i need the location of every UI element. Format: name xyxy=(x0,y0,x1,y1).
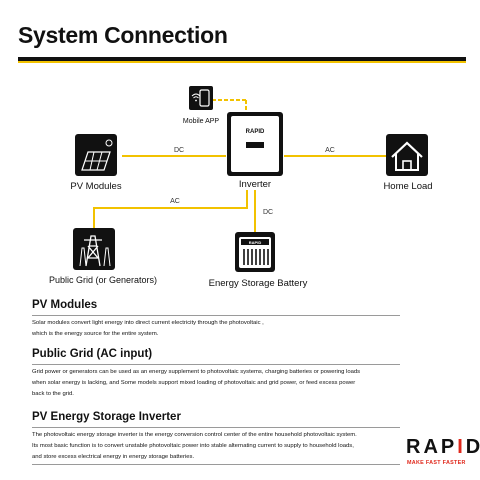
brand-logo-text-a: RAP xyxy=(406,436,458,458)
home-load-label: Home Load xyxy=(383,181,432,192)
brand-bolt-letter: I xyxy=(457,436,466,458)
system-connection-diagram: Mobile APP RAPID Inverter PV Modules Hom… xyxy=(49,86,433,289)
home-ac-label: AC xyxy=(325,147,335,154)
section-line: which is the energy source for the entir… xyxy=(32,331,159,337)
brand-tagline: MAKE FAST FASTER xyxy=(407,460,466,466)
section-body-inverter: The photovoltaic energy storage inverter… xyxy=(32,430,412,463)
public-grid-label: Public Grid (or Generators) xyxy=(49,275,157,285)
mobile-app-icon xyxy=(189,86,213,110)
pv-modules-icon xyxy=(75,134,117,176)
section-line: Grid power or generators can be used as … xyxy=(32,369,361,375)
inverter-label: Inverter xyxy=(239,179,271,190)
section-title-inverter: PV Energy Storage Inverter xyxy=(32,411,181,423)
section-line: when solar energy is lacking, and Some m… xyxy=(32,380,356,386)
pv-modules-label: PV Modules xyxy=(70,181,121,192)
section-rule xyxy=(32,315,400,316)
section-title-pv-modules: PV Modules xyxy=(32,299,98,311)
section-title-public-grid: Public Grid (AC input) xyxy=(32,348,153,360)
section-rule xyxy=(32,364,400,365)
pv-dc-label: DC xyxy=(174,147,184,154)
public-grid-icon xyxy=(73,228,115,270)
brand-logo-text-c: D xyxy=(465,436,480,458)
section-rule xyxy=(32,464,400,465)
grid-ac-label: AC xyxy=(170,198,180,205)
section-line: Solar modules convert light energy into … xyxy=(32,320,264,326)
title-rule-accent xyxy=(18,61,466,63)
section-body-pv-modules: Solar modules convert light energy into … xyxy=(32,318,412,340)
title-rule xyxy=(18,57,466,61)
section-line: back to the grid. xyxy=(32,391,74,397)
brand-logo: RAPID xyxy=(406,436,480,459)
inverter-brand-text: RAPID xyxy=(246,129,265,135)
section-line: Its most basic function is to convert un… xyxy=(32,443,354,449)
page-title: System Connection xyxy=(18,22,228,48)
grid-ac-line xyxy=(93,190,248,228)
battery-label: Energy Storage Battery xyxy=(209,278,308,289)
section-line: The photovoltaic energy storage inverter… xyxy=(32,432,357,438)
mobile-app-label: Mobile APP xyxy=(183,118,220,125)
battery-brand-text: RAPID xyxy=(249,240,262,245)
inverter-icon: RAPID xyxy=(227,112,283,176)
section-body-public-grid: Grid power or generators can be used as … xyxy=(32,367,412,400)
home-load-icon xyxy=(386,134,428,176)
section-line: and store excess electrical energy in en… xyxy=(32,454,195,460)
battery-dc-label: DC xyxy=(263,209,273,216)
battery-icon: RAPID xyxy=(235,232,275,272)
section-rule xyxy=(32,427,400,428)
